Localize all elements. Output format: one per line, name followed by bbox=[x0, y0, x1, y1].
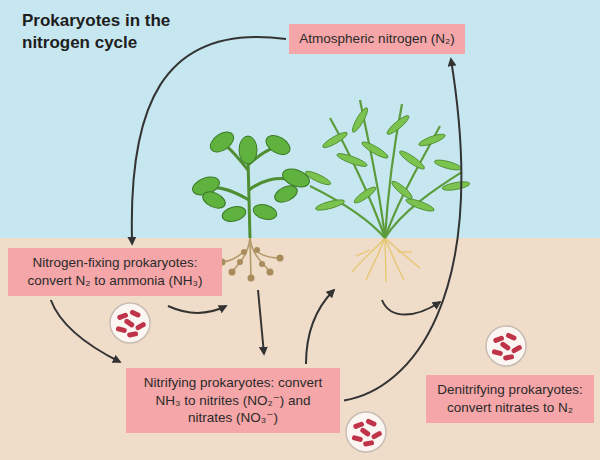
box-text: Atmospheric nitrogen (N₂) bbox=[298, 30, 456, 48]
cycle-arrow bbox=[132, 37, 286, 244]
process-box: Nitrogen-fixing prokaryotes: convert N₂ … bbox=[8, 248, 222, 296]
cycle-arrow bbox=[344, 59, 461, 401]
sky bbox=[0, 0, 600, 238]
box-text: Nitrogen-fixing prokaryotes: convert N₂ … bbox=[17, 254, 213, 289]
plant-arrows bbox=[168, 290, 440, 364]
soil bbox=[0, 238, 600, 460]
cycle-arrow bbox=[51, 300, 120, 362]
bacteria-inset bbox=[486, 326, 526, 366]
box-text: Denitrifying prokaryotes: convert nitrat… bbox=[435, 381, 585, 416]
box-text: Nitrifying prokaryotes: convert NH₃ to n… bbox=[135, 374, 331, 427]
diagram-title: Prokaryotes in the nitrogen cycle bbox=[22, 10, 222, 54]
process-box: Nitrifying prokaryotes: convert NH₃ to n… bbox=[126, 368, 340, 433]
process-box: Denitrifying prokaryotes: convert nitrat… bbox=[426, 375, 594, 423]
process-box: Atmospheric nitrogen (N₂) bbox=[289, 24, 465, 54]
bacteria-inset bbox=[110, 303, 150, 343]
grass-plant bbox=[304, 100, 471, 282]
bacteria-inset bbox=[346, 412, 386, 452]
